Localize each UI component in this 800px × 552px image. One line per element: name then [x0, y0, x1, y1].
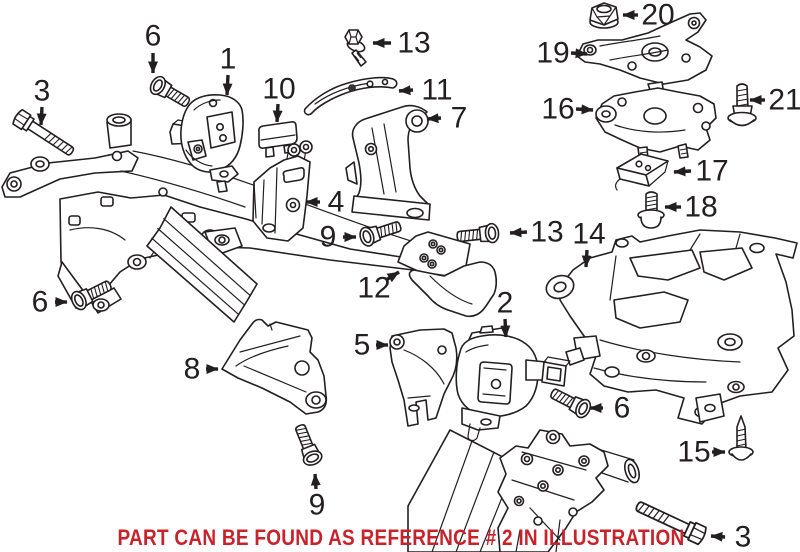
part-number-label: 3 [34, 75, 51, 108]
part-number-label: 18 [684, 191, 717, 224]
part-10-cover-cap-drawing [258, 121, 298, 158]
part-18-short-bolt-drawing [637, 191, 665, 229]
part-number-label: 8 [184, 353, 201, 386]
part-number-label: 1 [220, 43, 237, 76]
part-number-label: 17 [695, 155, 728, 188]
part-8-gusset-bracket-drawing [221, 318, 328, 415]
callout-arrow [575, 104, 594, 115]
part-6-flange-bolt-top [146, 73, 194, 113]
part-number-label: 14 [572, 218, 605, 251]
callout-6-flange-bolt: 6 [32, 286, 68, 319]
callout-2-engine-mount-lower: 2 [497, 287, 514, 338]
part-4-side-bracket-drawing [252, 140, 313, 242]
part-21-stud-bolt-drawing [727, 83, 757, 127]
part-7-support-bracket-drawing [345, 104, 431, 221]
part-number-label: 7 [451, 102, 468, 135]
part-number-label: 9 [309, 489, 326, 522]
part-5-small-bracket-drawing [389, 328, 458, 427]
callout-9-flange-bolt: 9 [320, 221, 357, 254]
callout-7-support-arm-bracket: 7 [426, 102, 468, 135]
part-number-label: 12 [357, 272, 390, 305]
callout-8-gusset-bracket: 8 [184, 353, 219, 386]
part-11-heat-shield-drawing [303, 76, 398, 116]
part-number-label: 6 [32, 286, 49, 319]
part-16-lower-bracket-drawing [595, 87, 717, 163]
callout-3-long-hex-bolt: 3 [710, 521, 752, 552]
callout-11-heat-shield: 11 [398, 74, 453, 107]
part-number-label: 11 [421, 74, 452, 107]
callout-21-stud-bolt: 21 [749, 84, 800, 117]
footer-note: PART CAN BE FOUND AS REFERENCE # 2 IN IL… [118, 525, 685, 550]
part-9-flange-bolt-mid [357, 216, 404, 249]
callout-arrow [385, 270, 400, 283]
callout-19-upper-mount-bracket: 19 [536, 37, 588, 70]
part-12-shield-bracket-drawing [397, 231, 498, 318]
part-17-wedge-plate-drawing [614, 153, 669, 191]
callout-14-transmission-crossmember: 14 [572, 218, 606, 268]
part-number-label: 21 [768, 84, 800, 117]
part-2-engine-mount-drawing [455, 325, 571, 442]
part-14-crossmember-drawing [545, 229, 798, 425]
callout-arrow [509, 227, 528, 238]
part-number-label: 19 [536, 37, 569, 70]
callout-13-hex-flange-bolt: 13 [372, 27, 431, 60]
callout-9-flange-bolt: 9 [309, 473, 326, 522]
callout-6-flange-bolt: 6 [589, 392, 631, 425]
callout-arrow [36, 106, 47, 126]
callout-5-small-support-bracket: 5 [354, 329, 389, 362]
part-3-long-bolt-top [10, 107, 78, 161]
callout-arrow [581, 249, 592, 268]
part-number-label: 3 [735, 521, 752, 552]
part-20-flange-nut-drawing [589, 2, 619, 29]
callout-20-flange-nut: 20 [622, 0, 675, 32]
part-1-engine-mount-drawing [169, 94, 244, 193]
callout-arrow [222, 74, 233, 96]
part-number-label: 2 [497, 287, 514, 320]
part-number-label: 9 [320, 221, 337, 254]
part-number-label: 6 [614, 392, 631, 425]
callout-13-hex-flange-bolt: 13 [509, 216, 564, 249]
part-9-flange-bolt-bottom [289, 421, 325, 469]
part-13-hex-flange-bolt-top-drawing [344, 29, 367, 67]
part-number-label: 10 [262, 73, 295, 106]
callout-arrow [673, 166, 692, 177]
part-19-upper-bracket-drawing [576, 12, 713, 101]
callout-arrow [398, 85, 414, 96]
callout-17-wedge-plate: 17 [673, 155, 729, 188]
callout-18-short-bolt: 18 [664, 191, 718, 224]
part-number-label: 15 [677, 436, 710, 469]
part-number-label: 20 [641, 0, 674, 32]
callout-arrow [310, 473, 321, 490]
part-6-flange-bolt-mid [546, 383, 595, 421]
part-number-label: 13 [530, 216, 563, 249]
callout-16-lower-mount-bracket: 16 [541, 93, 594, 126]
part-number-label: 16 [541, 93, 574, 126]
callout-arrow [710, 531, 726, 542]
callout-4-side-support-bracket: 4 [305, 186, 345, 219]
callout-6-flange-bolt: 6 [145, 20, 162, 74]
part-number-label: 13 [397, 27, 430, 60]
callout-arrow [272, 103, 283, 123]
callout-arrow [500, 318, 511, 338]
part-number-label: 6 [145, 20, 162, 53]
callout-1-engine-mount-upper: 1 [220, 43, 237, 96]
part-number-label: 4 [328, 186, 345, 219]
callout-12-shield-bracket: 12 [357, 270, 400, 305]
part-number-label: 5 [354, 329, 371, 362]
callout-arrow [570, 48, 588, 59]
rear-axle-drawing [407, 429, 641, 552]
callout-10-mount-cover-cap: 10 [262, 73, 296, 123]
callout-15-tapping-screw: 15 [677, 436, 726, 469]
callout-3-long-hex-bolt: 3 [34, 75, 51, 126]
part-15-tapping-screw-drawing [728, 415, 754, 461]
callout-arrow [426, 113, 442, 124]
